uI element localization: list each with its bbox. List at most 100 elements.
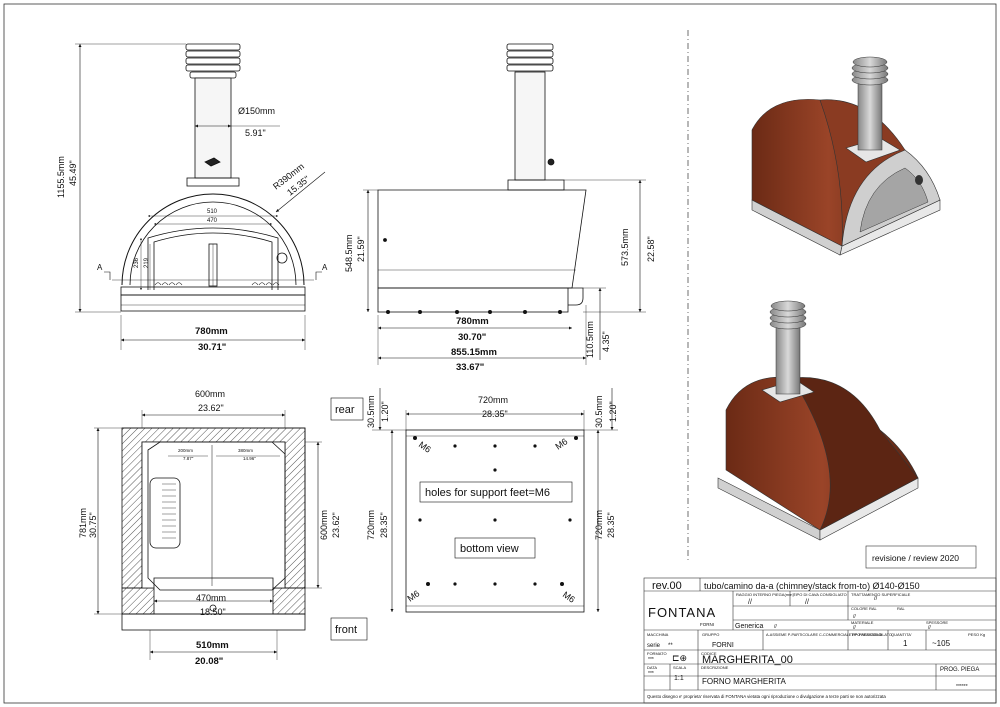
- offset-right-in: 1.20": [608, 401, 618, 422]
- shelf-in: 4.35": [601, 331, 611, 352]
- side-view: [363, 43, 646, 365]
- body-height-mm: 548.5mm: [344, 234, 354, 272]
- opening-h2: 219: [144, 257, 150, 268]
- side-view-labels: 548.5mm 21.59" 573.5mm 22.58" 780mm 30.7…: [344, 228, 656, 373]
- base-mm: 510mm: [196, 640, 229, 651]
- total-height-mm: 573.5mm: [620, 228, 630, 266]
- quantita-val: 1: [903, 639, 908, 648]
- width-in: 30.71": [198, 342, 226, 353]
- body-height-in: 21.59": [356, 236, 366, 262]
- bottom-depth-in: 28.35": [379, 512, 389, 538]
- chimney-diameter-mm: Ø150mm: [238, 106, 275, 116]
- peso-val: ~105: [932, 639, 951, 648]
- prog-val: ******: [956, 684, 968, 690]
- peso-label: PESO Kg: [968, 632, 985, 637]
- bottom-depth-r-in: 28.35": [606, 512, 616, 538]
- bottom-width-in: 28.35": [482, 409, 508, 419]
- revision-box: [865, 545, 977, 569]
- assieme-label: A-ASSIEME P-PARTICOLARE C-COMMERCIALE PP…: [766, 633, 892, 637]
- iso-view-top: [751, 56, 941, 256]
- materiale-val: //: [853, 625, 856, 631]
- gruppo-label: GRUPPO: [702, 632, 719, 637]
- right-chamber-mm: 380mm: [238, 448, 253, 453]
- total-depth-in: 33.67": [456, 362, 484, 373]
- generica: Generica: [735, 623, 764, 630]
- bottom-view-label: bottom view: [460, 543, 519, 555]
- bottom-view: [330, 388, 618, 641]
- thread-bl: M6: [405, 588, 421, 603]
- thread-tr: M6: [553, 436, 569, 451]
- rear-label: rear: [335, 404, 355, 416]
- materiale-label: MATERIALE: [851, 620, 874, 625]
- offset-left-in: 1.20": [380, 401, 390, 422]
- front-view: [75, 43, 326, 350]
- rev-description: tubo/camino da-a (chimney/stack from-to)…: [704, 581, 920, 591]
- oven-base: [120, 286, 306, 296]
- front-label: front: [335, 624, 357, 636]
- chimney-diameter-in: 5.91": [245, 128, 266, 138]
- rear-label-box: [330, 397, 364, 421]
- spessore-val: //: [928, 625, 931, 631]
- tipo-val: //: [805, 599, 809, 606]
- scala-val: 1:1: [674, 675, 684, 682]
- inner-depth-in: 23.62": [331, 512, 341, 538]
- bottom-view-labels: 720mm 28.35" 720mm 28.35" 720mm 28.35" 3…: [335, 395, 618, 636]
- opening-inner: 470: [207, 218, 218, 224]
- iso-view-bottom: [717, 300, 919, 541]
- offset-left-mm: 30.5mm: [366, 395, 376, 428]
- prog-piega: PROG. PIEGA: [940, 667, 979, 673]
- thread-tl: M6: [417, 439, 433, 454]
- left-chamber-mm: 200mm: [178, 448, 193, 453]
- gruppo-val: FORNI: [712, 642, 734, 649]
- macchina-label: MACCHINA: [647, 632, 669, 637]
- mouth-mm: 470mm: [196, 593, 226, 603]
- height-in: 45.49": [68, 160, 78, 186]
- ral-label: RAL: [897, 606, 906, 611]
- codice-val: MARGHERITA_00: [702, 654, 793, 666]
- base-in: 20.08": [195, 656, 223, 667]
- trattamento-val: //: [874, 596, 878, 602]
- colore-val: //: [853, 614, 856, 620]
- iso-cap-bottom: [769, 300, 807, 330]
- serie-label: serie: [647, 643, 661, 649]
- thread-br: M6: [561, 589, 577, 604]
- chimney-cap: [185, 43, 241, 79]
- formato-val: ***: [648, 657, 654, 663]
- disclaimer: Questo disegno e' proprieta' riservata d…: [647, 694, 886, 699]
- grill-bars: [149, 477, 181, 549]
- height-mm: 1155.5mm: [56, 156, 66, 198]
- shelf-mm: 110.5mm: [585, 321, 595, 358]
- scala-label: SCALA: [673, 665, 686, 670]
- oven-opening: [147, 227, 279, 290]
- revision-label: revisione / review 2020: [872, 553, 959, 563]
- rev: rev.00: [652, 580, 682, 592]
- sheet-border: [3, 3, 997, 704]
- trattamento-label: TRATTAMENTO SUPERFICIALE: [851, 592, 911, 597]
- depth-mm: 780mm: [456, 316, 489, 327]
- total-depth-mm: 855.15mm: [451, 347, 497, 358]
- mouth-in: 18.50": [200, 607, 226, 617]
- title-block: [643, 577, 997, 704]
- depth-in: 30.70": [458, 332, 486, 343]
- right-chamber-in: 14.96": [243, 456, 256, 461]
- offset-right-mm: 30.5mm: [594, 395, 604, 428]
- generica-val: //: [774, 624, 777, 630]
- width-mm: 780mm: [195, 326, 228, 337]
- bottom-depth-r-mm: 720mm: [594, 510, 604, 540]
- opening-h1: 236: [134, 257, 140, 268]
- damper-knob: [204, 157, 221, 167]
- side-body: [377, 189, 587, 289]
- quantita-label: QUANTITA': [891, 632, 912, 637]
- front-label-box: [330, 617, 368, 641]
- bottom-plate: [405, 429, 585, 613]
- side-shelf: [568, 287, 584, 306]
- section-mark-left: A: [97, 263, 103, 272]
- oven-dome: [121, 193, 305, 286]
- holes-label-box: [419, 481, 573, 503]
- tipo-label: TIPO DI CAVA CONSIGLIATO: [793, 592, 847, 597]
- spessore-label: SPESSORE: [926, 620, 948, 625]
- company-sub: FORNI: [700, 622, 714, 627]
- company-logo: FONTANA: [648, 605, 716, 620]
- side-chimney-cap: [506, 43, 554, 72]
